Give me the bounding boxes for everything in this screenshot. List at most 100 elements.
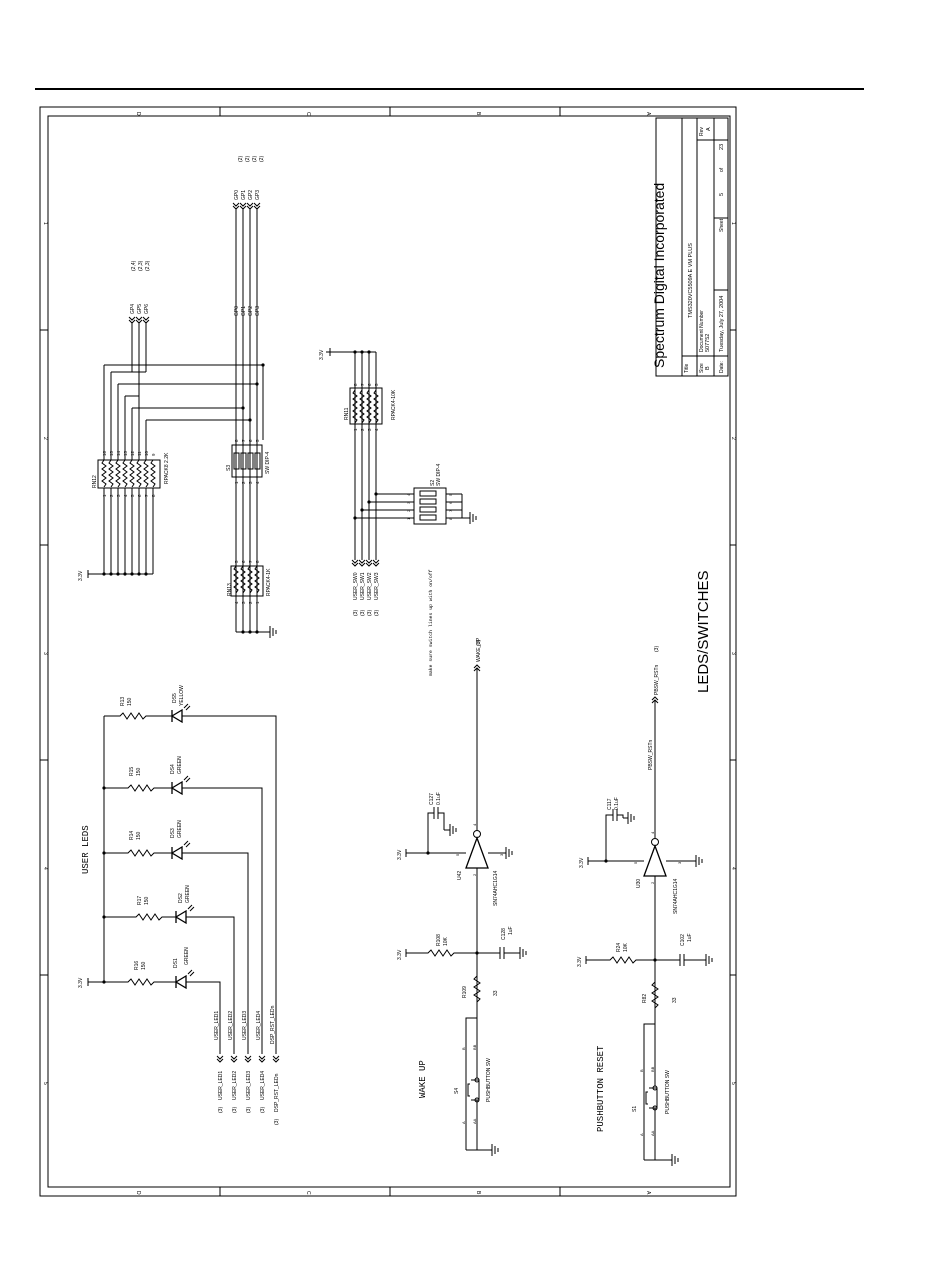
user-leds-title: USER LEDS <box>81 825 91 874</box>
user-led3-net: USER_LED3 <box>242 1011 248 1040</box>
company-name: Spectrum Digital Incorporated <box>651 183 667 368</box>
gp2-net-label: GP2 <box>248 306 254 316</box>
c128-ref: C128 <box>501 928 507 940</box>
r15-ref: R15 <box>129 767 135 776</box>
zone-label-a-top: A <box>645 112 651 116</box>
rn12-pin-9: 9 <box>151 453 156 456</box>
s4-value: PUSHBUTTON SW <box>486 1058 492 1102</box>
dsp-rst-led-net: DSP_RST_LEDn <box>270 1005 276 1044</box>
zone-label-4-left: 4 <box>42 867 48 870</box>
c127-value: 0.1uF <box>436 792 442 805</box>
r108-value: 10K <box>443 936 449 946</box>
rn13-pin-8: 8 <box>255 560 260 563</box>
user-sw2-label: USER_SW2 <box>367 572 373 600</box>
s4-pin-b: B <box>461 1047 466 1050</box>
rn13-pin-2: 2 <box>248 601 253 604</box>
s2-ref: S2 <box>430 480 436 486</box>
s3-value: SW DIP-4 <box>265 452 271 474</box>
zone-label-2-right: 2 <box>730 437 736 440</box>
ds4-color: GREEN <box>177 756 183 774</box>
user-led2-ref: (3) <box>232 1107 238 1113</box>
rn11-pin-5: 5 <box>374 383 379 386</box>
s4-pin-a: A <box>461 1121 466 1124</box>
s1-ref: S1 <box>632 1106 638 1112</box>
c127-ref: C127 <box>429 793 435 805</box>
s3-pin-7: 7 <box>241 439 246 442</box>
s3-pin-4: 4 <box>255 481 260 484</box>
s3-pin-2: 2 <box>241 481 246 484</box>
page-title: LEDS/SWITCHES <box>695 570 712 693</box>
zone-label-5-right: 5 <box>730 1082 736 1085</box>
r109-value: 33 <box>493 990 499 996</box>
rn13-ref: RN13 <box>227 583 233 596</box>
gp1-offpage-label: GP1 <box>241 190 247 200</box>
s1-value: PUSHBUTTON SW <box>665 1070 671 1114</box>
ds3-color: GREEN <box>177 820 183 838</box>
user-sw1-label: USER_SW1 <box>360 572 366 600</box>
s2-pin-2: 2 <box>406 509 411 512</box>
gp5-offpage-label: GP5 <box>137 304 143 314</box>
c128-value: 1uF <box>508 926 514 935</box>
rn11-pin-8: 8 <box>353 383 358 386</box>
rn12-pin-13: 13 <box>123 450 128 456</box>
user-led3-ref: (3) <box>246 1107 252 1113</box>
user-leds-section: USER LEDS 3.3V R16 150 DS1 GREEN R17 150… <box>78 685 280 1125</box>
rn12-pin-11: 11 <box>137 451 142 456</box>
rn11-pin-2: 2 <box>360 428 365 431</box>
s3-pin-8: 8 <box>234 439 239 442</box>
rn11-ref: RN11 <box>344 407 350 420</box>
dsp-rst-led-ref: (3) <box>274 1119 280 1125</box>
c117-ref: C117 <box>607 798 613 810</box>
pushbutton-reset-title: PUSHBUTTON RESET <box>596 1045 606 1132</box>
zone-label-d-top: D <box>135 112 141 116</box>
u42-ref: U42 <box>457 871 463 880</box>
rn12-value: RPACK8 2.2K <box>164 452 170 484</box>
user-sw3-label: USER_SW3 <box>374 572 380 600</box>
rn12-pin-15: 15 <box>109 450 114 456</box>
drawing-frame: D C B A D C B A 1 2 3 4 5 1 2 3 4 5 <box>39 106 737 1197</box>
r109-ref: R109 <box>462 986 468 998</box>
wake-pullup-power-label: 3.3V <box>397 949 403 960</box>
gp1-ref: (2) <box>245 156 251 162</box>
ds1-color: GREEN <box>184 947 190 965</box>
sheet-value: 5 <box>719 193 725 196</box>
zone-label-4-right: 4 <box>730 867 736 870</box>
gp0-offpage-label: GP0 <box>234 190 240 200</box>
user-sw2-ref: (3) <box>367 610 373 616</box>
user-led3-offpage: USER_LED3 <box>246 1071 252 1100</box>
zone-label-a-bottom: A <box>645 1191 651 1195</box>
r13-ref: R13 <box>120 697 126 706</box>
ds5-ref: DS5 <box>172 693 178 703</box>
rn11-pin-7: 7 <box>360 383 365 386</box>
gp0-ref: (2) <box>238 156 244 162</box>
u30-pin-2: 2 <box>650 881 655 884</box>
user-led2-offpage: USER_LED2 <box>232 1071 238 1100</box>
zone-label-5-left: 5 <box>42 1082 48 1085</box>
zone-label-3-left: 3 <box>42 652 48 655</box>
gp3-offpage-label: GP3 <box>255 190 261 200</box>
wake-up-section: WAKE UP WAKE_UP (3) U42 SN74AHC1G14 5 4 … <box>397 637 527 1156</box>
r24-ref: R24 <box>616 943 622 952</box>
ds1-ref: DS1 <box>173 958 179 968</box>
document-label: Document Number <box>699 310 705 352</box>
title-label: Title <box>684 364 690 373</box>
rn13-pin-1: 1 <box>255 601 260 604</box>
r24-value: 10K <box>623 942 629 952</box>
user-led2-net: USER_LED2 <box>228 1011 234 1040</box>
rn11-pin-3: 3 <box>367 428 372 431</box>
u42-pin-3: 3 <box>499 853 504 856</box>
s2-pin-4: 4 <box>406 493 411 496</box>
u42-pin-2: 2 <box>472 873 477 876</box>
zone-label-c-bottom: C <box>305 1191 311 1195</box>
rn13-pin-4: 4 <box>234 601 239 604</box>
s3-pin-6: 6 <box>248 439 253 442</box>
zone-label-d-bottom: D <box>135 1191 141 1195</box>
rn13-resistor-pack: RN13 RPACK4-1K 5 6 7 8 4 3 2 1 <box>227 560 272 604</box>
user-sw1-ref: (3) <box>360 610 366 616</box>
zone-label-3-right: 3 <box>730 652 736 655</box>
zone-label-1-right: 1 <box>730 222 736 225</box>
s3-ref: S3 <box>226 465 232 471</box>
u42-power-label: 3.3V <box>397 849 403 860</box>
sheet-label: Sheet <box>719 218 725 232</box>
